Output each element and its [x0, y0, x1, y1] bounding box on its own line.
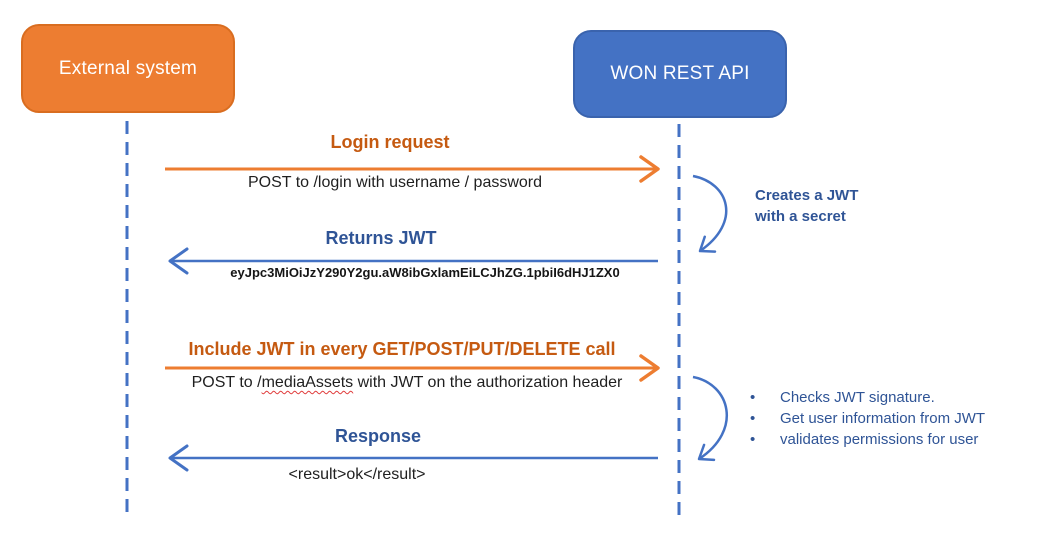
include-jwt-detail-prefix: POST to / [191, 374, 262, 391]
validation-step-item: Get user information from JWT [748, 408, 985, 429]
response-detail: <result>ok</result> [288, 466, 426, 483]
response-title: Response [334, 426, 422, 446]
login-request-title: Login request [330, 132, 450, 152]
include-jwt-detail: POST to /mediaAssets with JWT on the aut… [192, 374, 623, 392]
creates-jwt-note: Creates a JWT with a secret [755, 187, 859, 225]
include-jwt-title: Include JWT in every GET/POST/PUT/DELETE… [188, 339, 616, 359]
jwt-token-text: eyJpc3MiOiJzY290Y2gu.aW8ibGxlamEiLCJhZG.… [230, 265, 620, 280]
self-loop-validate-jwt [692, 375, 728, 462]
validation-step-item: Checks JWT signature. [748, 387, 985, 408]
won-rest-api-label: WON REST API [610, 63, 750, 84]
include-jwt-detail-suffix: with JWT on the authorization header [353, 374, 623, 391]
validation-step-item: validates permissions for user [748, 429, 985, 450]
won-rest-api-actor: WON REST API [573, 30, 787, 118]
external-system-actor: External system [21, 24, 235, 113]
login-request-detail: POST to /login with username / password [247, 174, 543, 191]
media-assets-flagged-word: mediaAssets [261, 374, 354, 391]
self-loop-create-jwt [692, 174, 728, 253]
external-system-label: External system [58, 57, 198, 79]
validation-steps-list: Checks JWT signature. Get user informati… [748, 387, 985, 450]
returns-jwt-title: Returns JWT [325, 228, 437, 248]
